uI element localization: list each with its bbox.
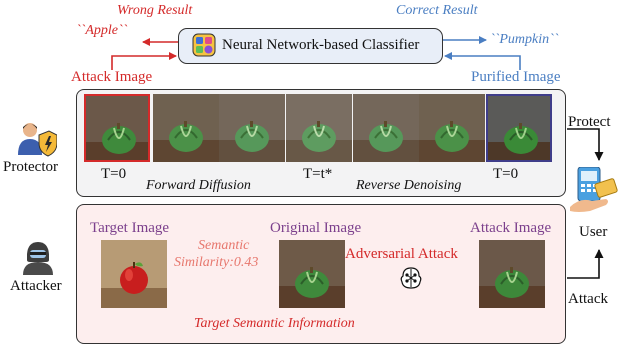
diffusion-step-image: [286, 94, 352, 162]
arrow-protect-to-user: [567, 128, 604, 161]
forward-diffusion-label: Forward Diffusion: [146, 178, 251, 193]
user-label: User: [579, 224, 608, 240]
attack-label: Attack: [568, 291, 608, 307]
purified-image-label: Purified Image: [471, 69, 561, 85]
timestep-start-label: T=0: [101, 166, 127, 182]
original-image-label: Original Image: [270, 220, 362, 236]
wrong-result-title: Wrong Result: [117, 3, 193, 18]
wrong-result-value: ``Apple``: [76, 23, 128, 38]
diffusion-step-image: [419, 94, 485, 162]
attacker-attack-image-label: Attack Image: [470, 220, 552, 236]
purified-image: [486, 94, 552, 162]
semantic-similarity-line2: Similarity:0.43: [174, 255, 259, 270]
protector-attack-image-label: Attack Image: [71, 69, 153, 85]
correct-result-value: ``Pumpkin``: [490, 32, 559, 47]
user-payment-icon: [570, 166, 618, 218]
diffusion-step-image: [353, 94, 419, 162]
original-pumpkin-image: [279, 240, 345, 308]
arrow-purified-to-classifier: [444, 52, 521, 70]
attacker-role-label: Attacker: [10, 278, 62, 294]
timestep-end-label: T=0: [493, 166, 519, 182]
target-semantic-info-label: Target Semantic Information: [194, 316, 355, 331]
attacker-attack-image: [479, 240, 545, 308]
target-image-label: Target Image: [90, 220, 170, 236]
adversarial-attack-label: Adversarial Attack: [345, 246, 458, 262]
neural-network-icon: [398, 266, 424, 295]
protector-role-label: Protector: [3, 159, 58, 175]
arrow-attack-to-classifier: [111, 52, 177, 70]
protect-label: Protect: [568, 114, 611, 130]
classifier-label: Neural Network-based Classifier: [222, 37, 420, 53]
diffusion-step-image: [153, 94, 219, 162]
timestep-mid-label: T=t*: [303, 166, 333, 182]
target-apple-image: [101, 240, 167, 308]
diffusion-step-image: [84, 94, 150, 162]
reverse-denoising-label: Reverse Denoising: [356, 178, 462, 193]
arrow-attack-to-user: [567, 249, 604, 279]
protector-shield-icon: [17, 121, 58, 162]
correct-result-title: Correct Result: [396, 3, 478, 18]
attacker-hacker-icon: [20, 240, 56, 281]
classifier-box: [178, 28, 443, 64]
semantic-similarity-line1: Semantic: [198, 238, 250, 253]
diffusion-step-image: [219, 94, 285, 162]
classifier-network-icon: [192, 33, 216, 62]
